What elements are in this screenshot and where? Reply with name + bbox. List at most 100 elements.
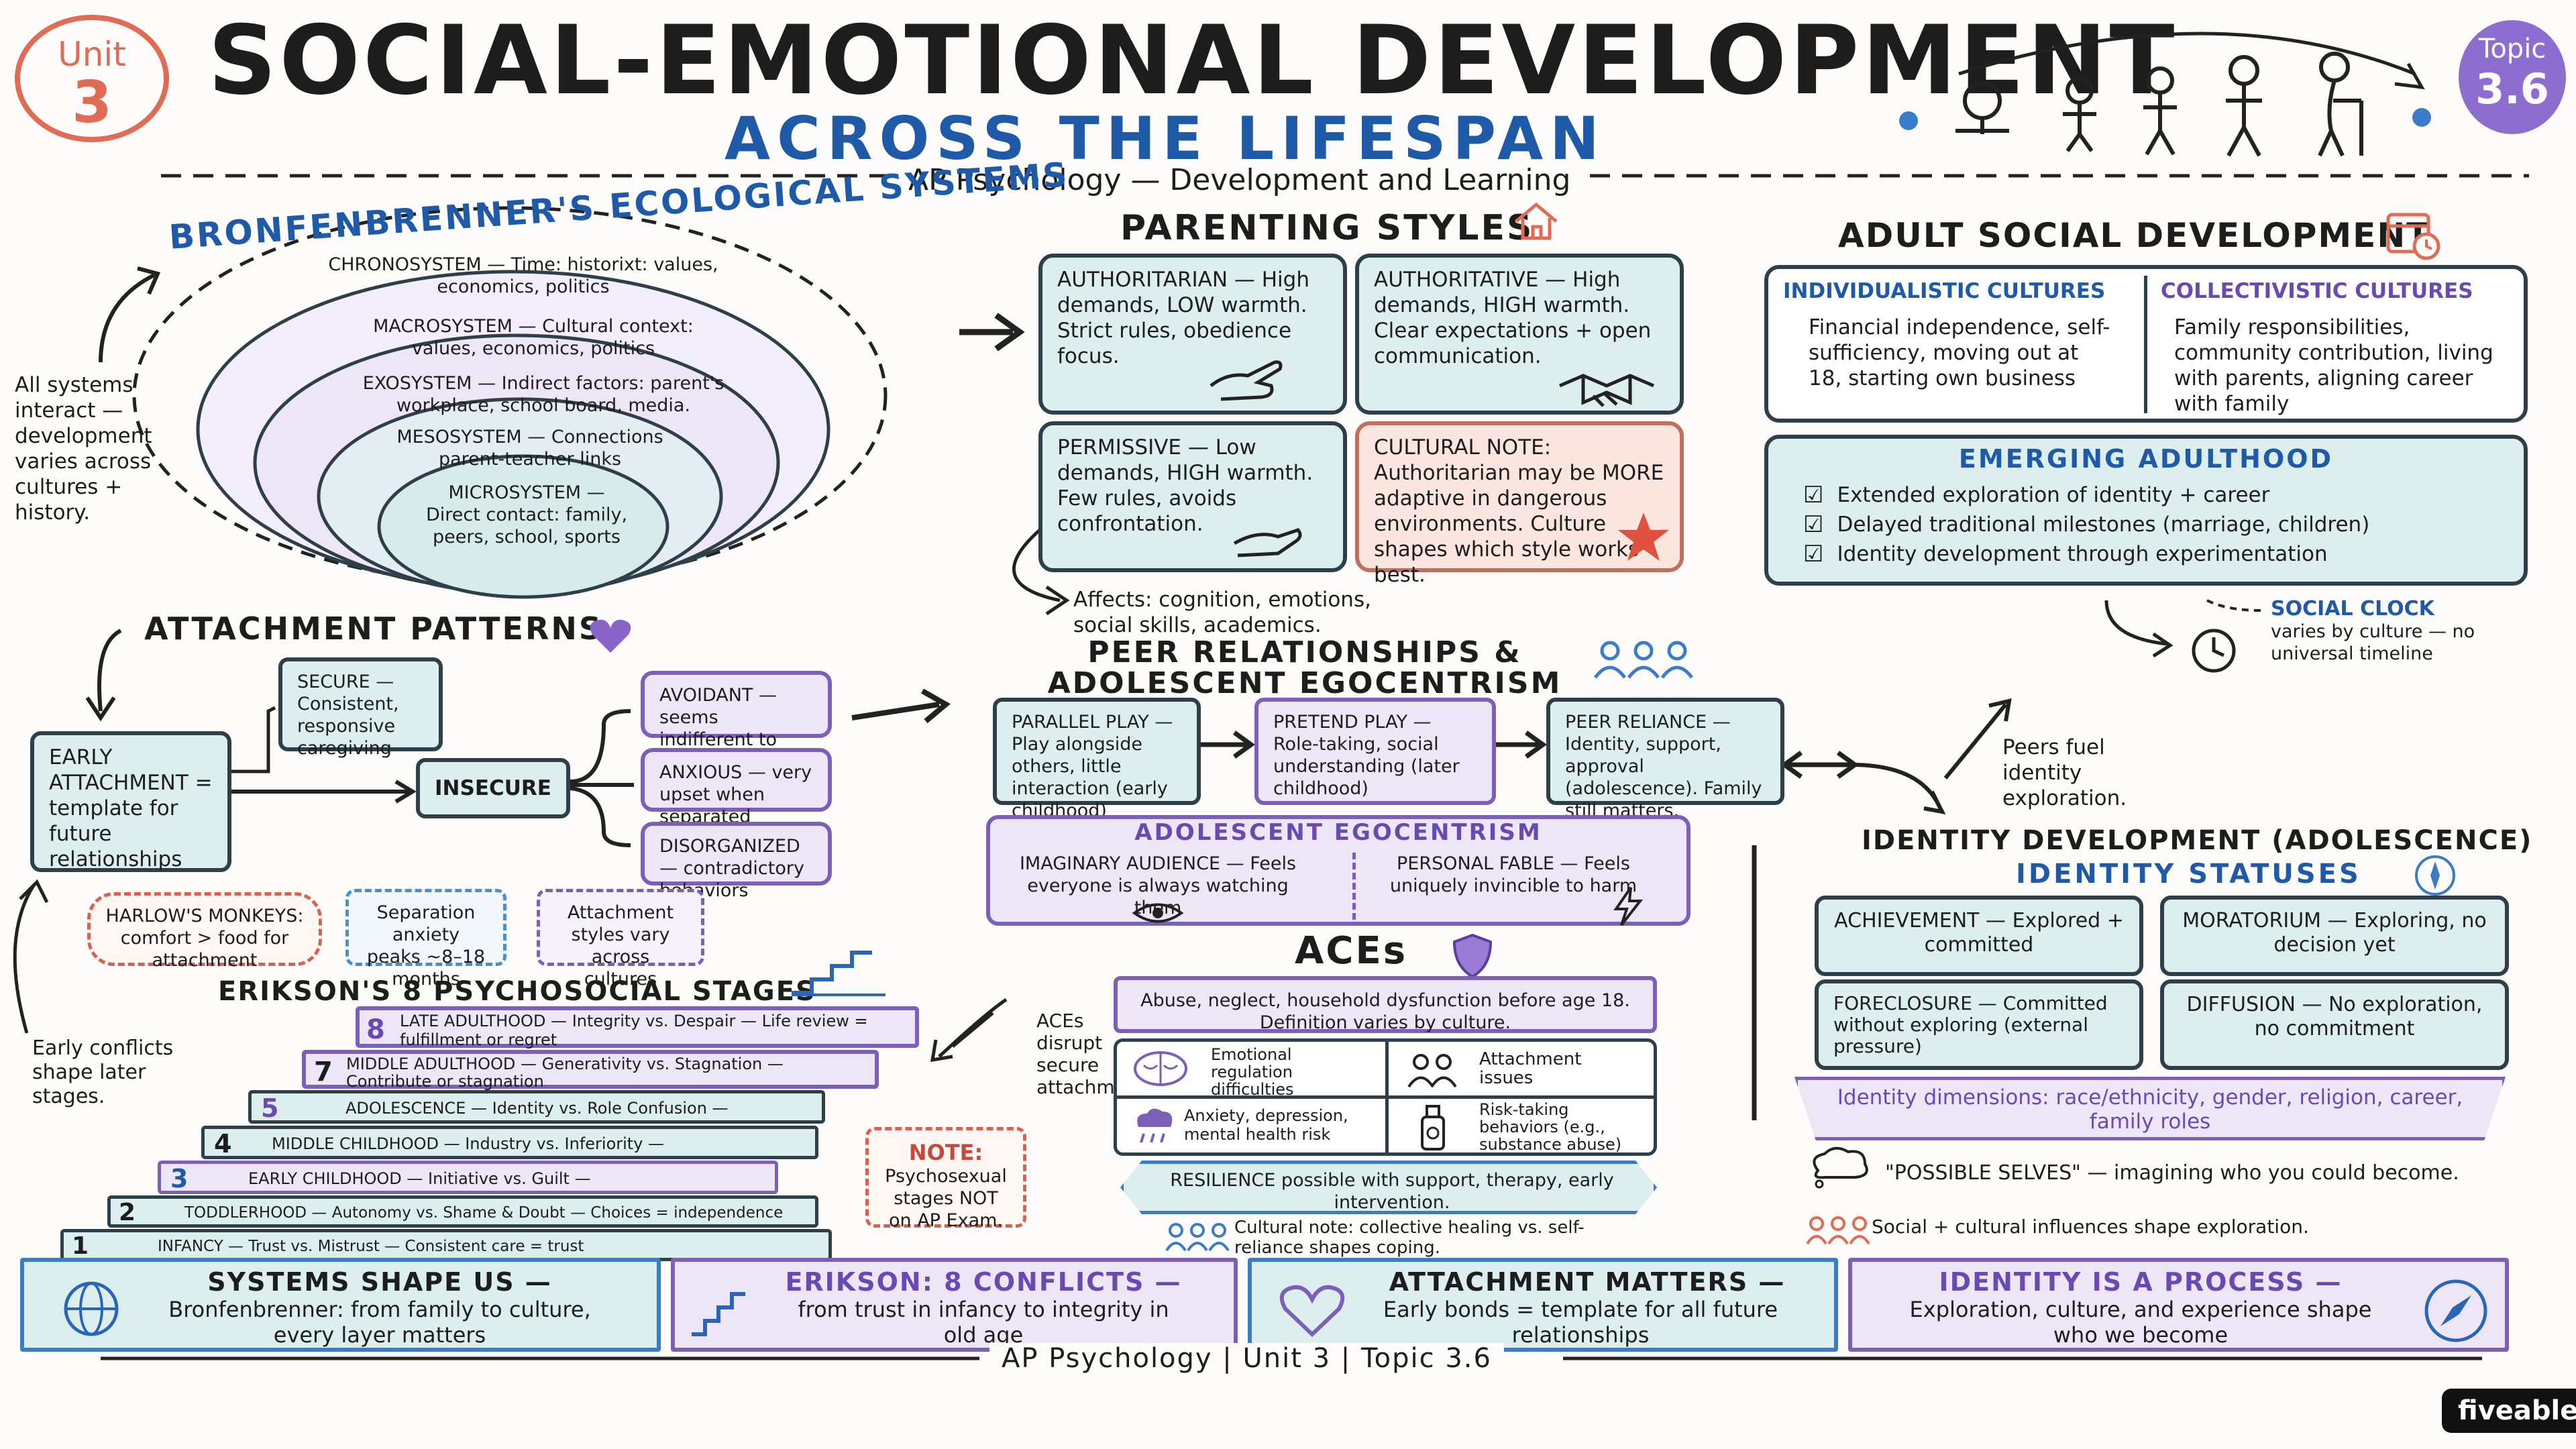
ego-divider: [1352, 853, 1356, 920]
emerging-list: ☑ Extended exploration of identity + care…: [1803, 480, 2501, 569]
shield-icon: [1449, 932, 1496, 979]
stage-text: MIDDLE ADULTHOOD — Generativity vs. Stag…: [346, 1055, 784, 1091]
banner-identity: IDENTITY IS A PROCESS — Exploration, cul…: [1848, 1258, 2509, 1352]
erikson-stage: 3 EARLY CHILDHOOD — Initiative vs. Guilt…: [158, 1161, 778, 1194]
banner-title: IDENTITY IS A PROCESS —: [1939, 1267, 2343, 1297]
possible-selves-note: "POSSIBLE SELVES" — imagining who you co…: [1885, 1161, 2459, 1185]
stage-text: MIDDLE CHILDHOOD — Industry vs. Inferior…: [272, 1134, 665, 1153]
emerging-item-text: Extended exploration of identity + caree…: [1837, 483, 2270, 507]
early-conflicts-note: Early conflicts shape later stages.: [32, 1036, 174, 1108]
aces-item: Attachment issues: [1479, 1049, 1582, 1088]
aces-disrupt-note: ACEs disrupt secure attachment.: [1036, 1010, 1152, 1098]
checkbox-icon: ☑: [1803, 482, 1824, 508]
note-text: Psychosexual stages NOT on AP Exam.: [885, 1166, 1007, 1231]
stairs-icon: [788, 943, 889, 996]
lifespan-figures-icon: [1955, 52, 2363, 157]
course-line: AP Psychology — Development and Learning: [899, 163, 1580, 197]
cultural-note-card: CULTURAL NOTE: Authoritarian may be MORE…: [1355, 421, 1684, 587]
footer-text: AP Psychology | Unit 3 | Topic 3.6: [989, 1343, 1504, 1374]
erikson-stage: 5 ADOLESCENCE — Identity vs. Role Confus…: [248, 1090, 825, 1124]
stage-number: 8: [366, 1014, 385, 1045]
achievement-card: ACHIEVEMENT — Explored + committed: [1815, 896, 2143, 976]
checkbox-icon: ☑: [1803, 511, 1824, 538]
secure-card: SECURE — Consistent, responsive caregivi…: [278, 657, 443, 759]
unit-badge: Unit 3: [15, 15, 169, 142]
erikson-stage: 7 MIDDLE ADULTHOOD — Generativity vs. St…: [302, 1050, 879, 1091]
chronosystem-label: CHRONOSYSTEM — Time: historixt: values, …: [328, 254, 718, 297]
anxious-card: ANXIOUS — very upset when separated: [641, 748, 832, 827]
banner-erikson: ERIKSON: 8 CONFLICTS — from trust in inf…: [671, 1258, 1238, 1352]
emerging-item-text: Identity development through experimenta…: [1837, 542, 2328, 566]
stairs-icon: [688, 1281, 755, 1341]
erikson-stage: 8 LATE ADULTHOOD — Integrity vs. Despair…: [356, 1006, 919, 1049]
disorganized-card: DISORGANIZED — contradictory behaviors: [641, 822, 832, 901]
culture-comparison-card: INDIVIDUALISTIC CULTURES Financial indep…: [1764, 265, 2528, 423]
individualistic-title: INDIVIDUALISTIC CULTURES: [1783, 279, 2106, 303]
parenting-title: PARENTING STYLES: [1120, 208, 1534, 248]
emerging-adulthood-card: EMERGING ADULTHOOD ☑Extended exploration…: [1764, 435, 2528, 586]
stage-number: 7: [314, 1057, 333, 1087]
microsystem-label: MICROSYSTEM — Direct contact: family, pe…: [425, 482, 628, 547]
parenting-affects: Affects: cognition, emotions, social ski…: [1073, 588, 1371, 637]
banner-attachment: ATTACHMENT MATTERS — Early bonds = templ…: [1248, 1258, 1838, 1352]
culture-divider: [2144, 276, 2147, 413]
mesosystem-label: MESOSYSTEM — Connections parent-teacher …: [396, 427, 663, 470]
aces-cultural-note: Cultural note: collective healing vs. se…: [1234, 1218, 1585, 1258]
stage-text: INFANCY — Trust vs. Mistrust — Consisten…: [158, 1238, 584, 1255]
banner-systems: SYSTEMS SHAPE US — Bronfenbrenner: from …: [20, 1258, 661, 1352]
peer-title-line1: PEER RELATIONSHIPS &: [1087, 635, 1522, 669]
topic-number: 3.6: [2475, 64, 2549, 113]
calendar-icon: [2385, 205, 2442, 262]
aces-definition: Abuse, neglect, household dysfunction be…: [1114, 976, 1657, 1033]
eye-icon: [1131, 900, 1185, 926]
rain-cloud-icon: [1130, 1104, 1177, 1150]
clock-icon: [2190, 627, 2237, 674]
aces-item: Risk-taking behaviors (e.g., substance a…: [1479, 1100, 1622, 1154]
people-icon: [1590, 637, 1697, 684]
pretend-play-card: PRETEND PLAY — Role-taking, social under…: [1254, 698, 1496, 805]
globe-icon: [58, 1279, 125, 1339]
aces-grid: Emotional regulation difficulties Attach…: [1114, 1038, 1657, 1156]
bottle-icon: [1405, 1102, 1459, 1152]
page-title: SOCIAL-EMOTIONAL DEVELOPMENT: [208, 5, 2178, 116]
attachment-title: ATTACHMENT PATTERNS: [144, 610, 604, 647]
individualistic-text: Financial independence, self-sufficiency…: [1809, 315, 2110, 390]
peers-fuel-note: Peers fuel identity exploration.: [2002, 735, 2127, 810]
exosystem-label: EXOSYSTEM — Indirect factors: parent's w…: [362, 373, 724, 416]
stage-number: 4: [214, 1129, 232, 1159]
identity-title: IDENTITY DEVELOPMENT (ADOLESCENCE): [1862, 825, 2533, 856]
erikson-stage: 2 TODDLERHOOD — Autonomy vs. Shame & Dou…: [107, 1195, 818, 1228]
stage-text: EARLY CHILDHOOD — Initiative vs. Guilt —: [248, 1169, 591, 1188]
erikson-stage: 4 MIDDLE CHILDHOOD — Industry vs. Inferi…: [201, 1126, 818, 1159]
identity-dimensions-text: Identity dimensions: race/ethnicity, gen…: [1837, 1085, 2463, 1134]
stage-text: TODDLERHOOD — Autonomy vs. Shame & Doubt…: [184, 1204, 784, 1222]
people-icon: [1805, 1214, 1872, 1248]
compass-icon: [2412, 852, 2459, 899]
topic-badge: Topic 3.6: [2459, 20, 2566, 134]
collectivistic-text: Family responsibilities, community contr…: [2174, 315, 2493, 416]
emerging-item: ☑ Delayed traditional milestones (marriag…: [1803, 510, 2501, 539]
people-icon: [1164, 1221, 1231, 1254]
topic-label: Topic: [2478, 34, 2546, 64]
banner-title: SYSTEMS SHAPE US —: [207, 1267, 552, 1297]
aces-title: ACEs: [1295, 929, 1408, 973]
star-icon: [1617, 510, 1670, 564]
heart-icon: [1275, 1281, 1349, 1341]
lightning-icon: [1611, 886, 1644, 926]
brand-logo[interactable]: fiveable: [2442, 1389, 2576, 1433]
handshake-icon: [1556, 366, 1657, 413]
emerging-item-text: Delayed traditional milestones (marriage…: [1837, 513, 2370, 537]
banner-title: ATTACHMENT MATTERS —: [1389, 1267, 1786, 1297]
thought-cloud-icon: [1805, 1144, 1878, 1191]
emerging-item: ☑ Extended exploration of identity + care…: [1803, 480, 2501, 510]
styles-vary-note: Attachment styles vary across cultures: [537, 889, 704, 989]
banner-text: Early bonds = template for all future re…: [1383, 1297, 1778, 1348]
unit-label: Unit: [58, 35, 126, 74]
banner-text: from trust in infancy to integrity in ol…: [798, 1297, 1169, 1348]
stage-number: 1: [72, 1232, 89, 1260]
house-icon: [1513, 201, 1560, 241]
foreclosure-card: FORECLOSURE — Committed without explorin…: [1815, 979, 2143, 1070]
moratorium-card: MORATORIUM — Exploring, no decision yet: [2160, 896, 2509, 976]
peer-reliance-card: PEER RELIANCE — Identity, support, appro…: [1546, 698, 1784, 821]
stage-text: ADOLESCENCE — Identity vs. Role Confusio…: [345, 1099, 729, 1118]
